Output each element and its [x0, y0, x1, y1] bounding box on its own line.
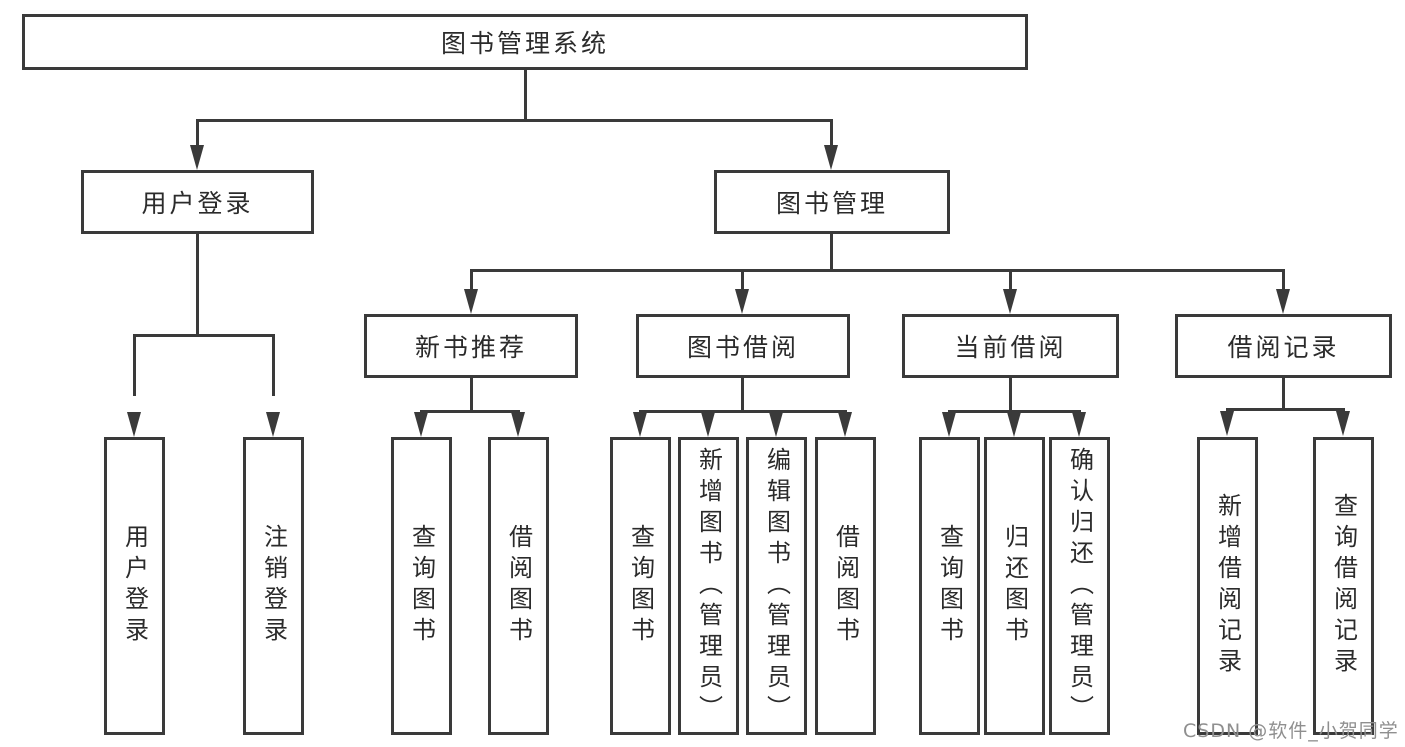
leaf-query-books-current: 查询图书	[919, 437, 980, 735]
connector-line	[830, 234, 833, 271]
node-user-login: 用户登录	[81, 170, 314, 234]
leaf-add-borrow-record: 新增借阅记录	[1197, 437, 1258, 735]
connector-line	[470, 269, 1285, 272]
connector-line	[948, 410, 1081, 413]
node-label: 新增图书（管理员）	[694, 446, 723, 726]
connector-line	[133, 334, 136, 396]
leaf-borrow-books-recommend: 借阅图书	[488, 437, 549, 735]
leaf-confirm-return-admin: 确认归还（管理员）	[1049, 437, 1110, 735]
connector-line	[639, 410, 847, 413]
node-label: 借阅图书	[504, 524, 533, 648]
node-label: 图书管理系统	[440, 29, 609, 58]
arrow-down-icon	[464, 289, 478, 314]
node-label: 借阅记录	[1227, 333, 1340, 362]
node-label: 查询图书	[626, 524, 655, 648]
node-label: 归还图书	[1000, 524, 1029, 648]
arrow-down-icon	[769, 412, 783, 437]
leaf-edit-book-admin: 编辑图书（管理员）	[746, 437, 807, 735]
node-label: 新书推荐	[414, 333, 527, 362]
arrow-down-icon	[414, 412, 428, 437]
connector-line	[1282, 269, 1285, 294]
leaf-query-borrow-record: 查询借阅记录	[1313, 437, 1374, 735]
node-label: 查询借阅记录	[1329, 493, 1358, 679]
connector-line	[133, 334, 275, 337]
arrow-down-icon	[1276, 289, 1290, 314]
node-library-management-system: 图书管理系统	[22, 14, 1028, 70]
arrow-down-icon	[1220, 411, 1234, 436]
node-book-management: 图书管理	[714, 170, 950, 234]
connector-line	[196, 234, 199, 336]
node-current-borrowing: 当前借阅	[902, 314, 1119, 378]
connector-line	[1226, 408, 1345, 411]
leaf-return-book: 归还图书	[984, 437, 1045, 735]
arrow-down-icon	[1072, 412, 1086, 437]
leaf-query-books-borrow: 查询图书	[610, 437, 671, 735]
leaf-query-books-recommend: 查询图书	[391, 437, 452, 735]
arrow-down-icon	[824, 145, 838, 170]
arrow-down-icon	[735, 289, 749, 314]
node-book-borrowing: 图书借阅	[636, 314, 850, 378]
node-label: 查询图书	[407, 524, 436, 648]
connector-line	[524, 70, 527, 120]
arrow-down-icon	[942, 412, 956, 437]
node-label: 借阅图书	[831, 524, 860, 648]
arrow-down-icon	[266, 412, 280, 437]
leaf-add-book-admin: 新增图书（管理员）	[678, 437, 739, 735]
node-label: 图书管理	[775, 189, 888, 218]
connector-line	[741, 378, 744, 412]
arrow-down-icon	[838, 412, 852, 437]
arrow-down-icon	[1336, 411, 1350, 436]
connector-line	[196, 119, 833, 122]
node-label: 编辑图书（管理员）	[762, 446, 791, 726]
connector-line	[1282, 378, 1285, 410]
node-label: 查询图书	[935, 524, 964, 648]
node-label: 注销登录	[259, 524, 288, 648]
connector-line	[420, 410, 520, 413]
arrow-down-icon	[127, 412, 141, 437]
node-label: 图书借阅	[686, 333, 799, 362]
connector-line	[1009, 269, 1012, 294]
connector-line	[741, 269, 744, 294]
arrow-down-icon	[190, 145, 204, 170]
node-label: 用户登录	[141, 189, 254, 218]
node-label: 确认归还（管理员）	[1065, 446, 1094, 726]
connector-line	[470, 378, 473, 412]
connector-line	[196, 119, 199, 149]
leaf-logout: 注销登录	[243, 437, 304, 735]
node-borrowing-records: 借阅记录	[1175, 314, 1392, 378]
connector-line	[272, 334, 275, 396]
arrow-down-icon	[701, 412, 715, 437]
leaf-user-login: 用户登录	[104, 437, 165, 735]
arrow-down-icon	[633, 412, 647, 437]
watermark-text: CSDN @软件_小贺同学	[1183, 720, 1399, 742]
arrow-down-icon	[511, 412, 525, 437]
node-label: 新增借阅记录	[1213, 493, 1242, 679]
arrow-down-icon	[1003, 289, 1017, 314]
node-new-book-recommendation: 新书推荐	[364, 314, 578, 378]
node-label: 用户登录	[120, 524, 149, 648]
connector-line	[830, 119, 833, 149]
connector-line	[1009, 378, 1012, 412]
connector-line	[470, 269, 473, 294]
arrow-down-icon	[1007, 412, 1021, 437]
node-label: 当前借阅	[954, 333, 1067, 362]
leaf-borrow-books: 借阅图书	[815, 437, 876, 735]
